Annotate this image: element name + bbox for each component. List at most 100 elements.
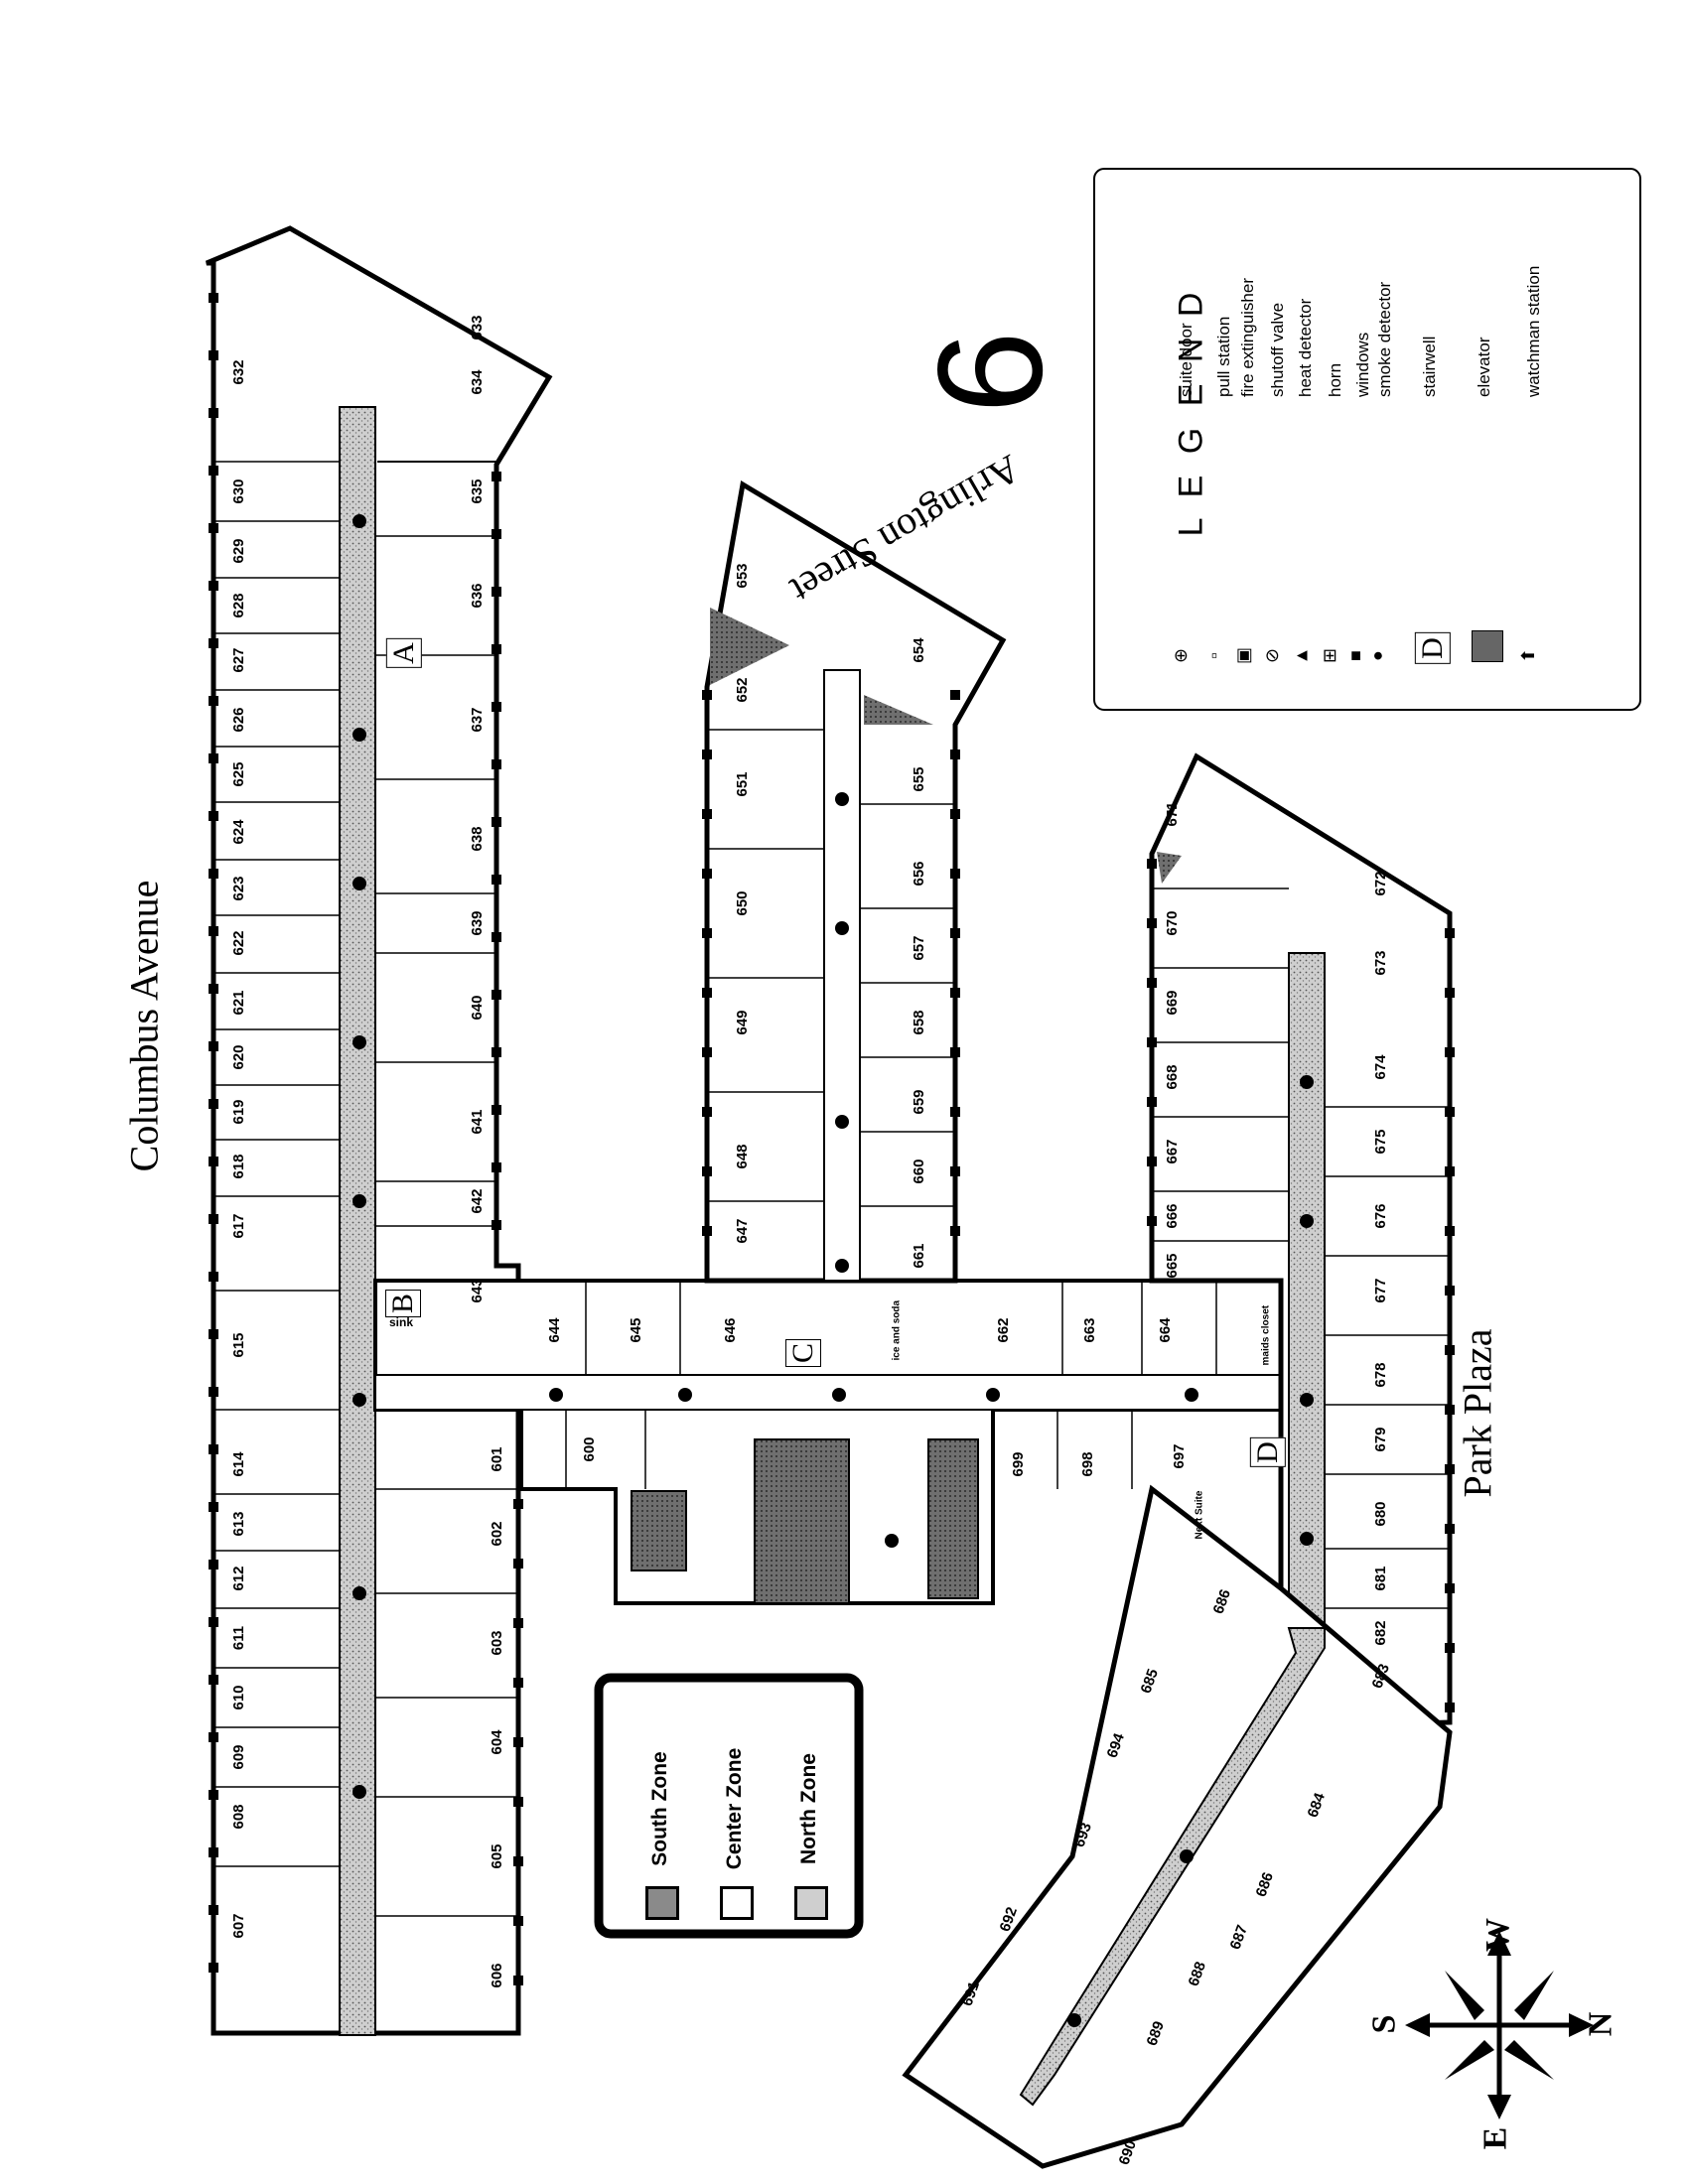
- window-mark: [1445, 1047, 1455, 1057]
- room-698: 698: [1079, 1451, 1096, 1476]
- legend-item: smoke detector●: [1366, 194, 1396, 670]
- room-618: 618: [230, 1154, 247, 1178]
- window-mark: [209, 926, 218, 936]
- smoke-detector-icon: [986, 1388, 1000, 1402]
- window-mark: [513, 1976, 523, 1985]
- room-666: 666: [1164, 1203, 1181, 1228]
- window-mark: [950, 988, 960, 998]
- room-635: 635: [469, 478, 486, 503]
- window-mark: [209, 869, 218, 879]
- street-park-plaza: Park Plaza: [1455, 1328, 1500, 1498]
- room-669: 669: [1164, 990, 1181, 1015]
- label-sink: sink: [389, 1315, 414, 1329]
- room-628: 628: [230, 593, 247, 617]
- window-mark: [492, 1105, 501, 1115]
- room-650: 650: [734, 890, 751, 915]
- room-647: 647: [734, 1218, 751, 1243]
- zone-label: Center Zone: [723, 1747, 746, 1870]
- window-mark: [950, 690, 960, 700]
- zone-label: North Zone: [797, 1753, 820, 1864]
- smoke-detector-icon: [352, 728, 366, 742]
- window-mark: [1147, 1097, 1157, 1107]
- window-mark: [209, 1963, 218, 1973]
- window-mark: [209, 1041, 218, 1051]
- legend-item: shutoff valve⊘: [1262, 194, 1289, 670]
- window-mark: [209, 1099, 218, 1109]
- window-mark: [1445, 1643, 1455, 1653]
- room-644: 644: [546, 1317, 563, 1343]
- window-mark: [702, 1166, 712, 1176]
- window-mark: [513, 1797, 523, 1807]
- window-mark: [492, 1047, 501, 1057]
- smoke-detector-icon: [1180, 1849, 1194, 1863]
- room-614: 614: [230, 1451, 247, 1477]
- elevator-bank-1: [631, 1490, 687, 1571]
- suite-door-icon: ⊕: [1171, 647, 1192, 664]
- window-mark: [209, 753, 218, 763]
- east-corridor: [1288, 952, 1326, 1629]
- room-620: 620: [230, 1044, 247, 1069]
- room-665: 665: [1164, 1253, 1181, 1278]
- window-mark: [209, 1444, 218, 1454]
- room-661: 661: [911, 1243, 927, 1268]
- window-mark: [1445, 988, 1455, 998]
- smoke-detector-icon: [1300, 1075, 1314, 1089]
- legend-item-label: watchman station: [1524, 265, 1543, 397]
- room-681: 681: [1372, 1566, 1389, 1590]
- window-mark: [1147, 918, 1157, 928]
- room-622: 622: [230, 930, 247, 955]
- room-602: 602: [489, 1521, 505, 1546]
- center-core: [373, 1279, 1283, 1605]
- window-mark: [209, 638, 218, 648]
- smoke-detector-icon: [1300, 1532, 1314, 1546]
- room-658: 658: [911, 1010, 927, 1034]
- smoke-detector-icon: [549, 1388, 563, 1402]
- window-mark: [209, 1732, 218, 1742]
- stairwell-c: C: [785, 1338, 822, 1368]
- shutoff-valve-icon: ⊘: [1262, 647, 1283, 664]
- room-670: 670: [1164, 910, 1181, 935]
- legend-item-label: elevator: [1475, 337, 1493, 397]
- window-mark: [1147, 978, 1157, 988]
- room-664: 664: [1157, 1317, 1174, 1343]
- legend-item-label: heat detector: [1296, 298, 1315, 397]
- window-mark: [702, 869, 712, 879]
- window-mark: [209, 1157, 218, 1166]
- window-mark: [209, 523, 218, 533]
- window-mark: [950, 1107, 960, 1117]
- elevator-bank-2: [754, 1438, 850, 1604]
- window-mark: [513, 1559, 523, 1569]
- legend-item: watchman station⬆: [1518, 194, 1545, 670]
- window-mark: [513, 1678, 523, 1688]
- window-mark: [1445, 1524, 1455, 1534]
- room-637: 637: [469, 707, 486, 732]
- room-643: 643: [469, 1278, 486, 1302]
- legend-item-label: suite door: [1177, 323, 1196, 397]
- window-mark: [950, 1047, 960, 1057]
- legend-items: suite door⊕pull station▫fire extinguishe…: [1171, 194, 1609, 690]
- room-624: 624: [230, 819, 247, 845]
- smoke-detector-icon: ●: [1366, 650, 1387, 661]
- room-680: 680: [1372, 1501, 1389, 1526]
- window-mark: [209, 1560, 218, 1570]
- window-mark: [492, 644, 501, 654]
- window-mark: [702, 1107, 712, 1117]
- label-next-suite: Next Suite: [1194, 1490, 1205, 1540]
- room-663: 663: [1081, 1317, 1098, 1342]
- zone-swatch: [645, 1886, 679, 1920]
- window-mark: [492, 817, 501, 827]
- elevator-icon: ◙: [1472, 630, 1503, 662]
- room-667: 667: [1164, 1139, 1181, 1163]
- east-wing: [1149, 752, 1453, 1730]
- smoke-detector-icon: [835, 1115, 849, 1129]
- legend-item: fire extinguisher▣: [1233, 194, 1259, 670]
- window-mark: [492, 702, 501, 712]
- smoke-detector-icon: [832, 1388, 846, 1402]
- window-mark: [1147, 1157, 1157, 1166]
- room-655: 655: [911, 766, 927, 791]
- legend-panel: [1093, 168, 1641, 711]
- window-mark: [702, 750, 712, 759]
- window-mark: [513, 1856, 523, 1866]
- window-mark: [1445, 928, 1455, 938]
- window-mark: [492, 990, 501, 1000]
